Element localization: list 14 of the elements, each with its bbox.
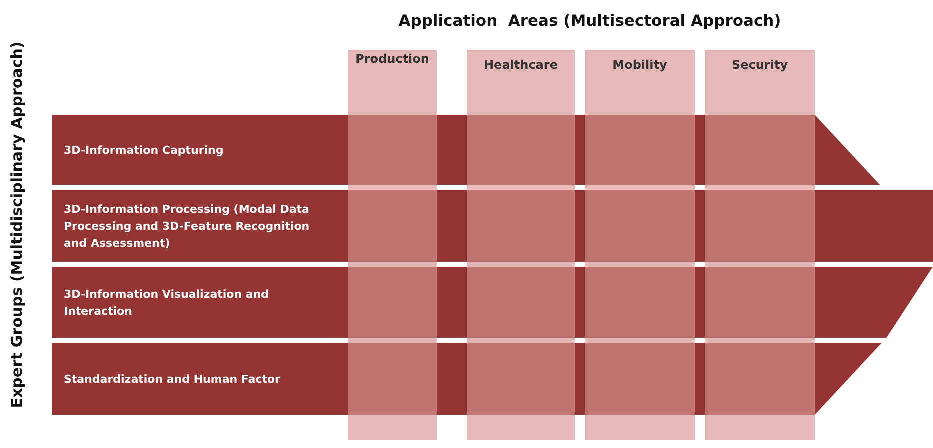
axis-heading: Expert Groups (Multidisciplinary Approach): [8, 40, 26, 410]
column-heading: Production: [354, 52, 430, 66]
column-heading: Healthcare: [483, 58, 559, 72]
column-band: [705, 50, 815, 440]
column-band: [585, 50, 695, 440]
column-heading: Security: [730, 58, 790, 72]
column-band: [348, 50, 437, 440]
band-label: 3D-Information Processing (Modal Data Processing and 3D-Feature Recognition and Assessment): [64, 202, 311, 252]
heading: Application Areas (Multisectoral Approach): [398, 12, 782, 30]
band-label: 3D-Information Capturing: [64, 143, 225, 159]
column-band: [467, 50, 575, 440]
column-heading: Mobility: [612, 58, 668, 72]
band-label: 3D-Information Visualization and Interaction: [64, 287, 270, 320]
band-label: Standardization and Human Factor: [64, 372, 282, 388]
